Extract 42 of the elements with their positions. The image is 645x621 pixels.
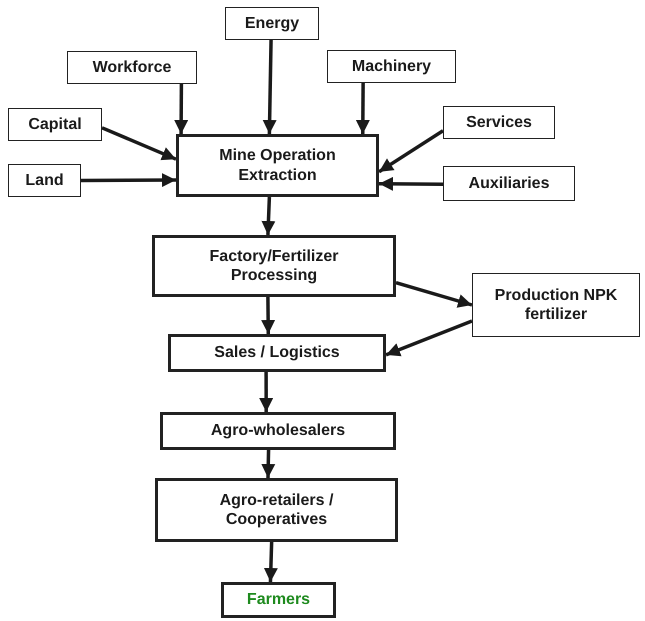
node-label: Machinery <box>352 56 432 76</box>
arrow <box>174 84 188 134</box>
process-box <box>176 134 379 197</box>
node-label: Agro-retailers / Cooperatives <box>218 490 334 530</box>
arrow <box>80 173 176 188</box>
arrow <box>378 176 444 191</box>
node-label: Services <box>466 112 532 132</box>
input-box <box>8 164 81 197</box>
arrow <box>264 542 278 582</box>
arrow <box>259 372 274 412</box>
input-box <box>443 166 575 201</box>
process-box <box>155 478 398 542</box>
arrow <box>356 82 370 134</box>
arrow <box>396 281 472 308</box>
process-box <box>152 235 396 297</box>
arrow <box>261 296 276 334</box>
process-box <box>168 334 386 372</box>
node-label: Production NPK fertilizer <box>494 286 618 324</box>
arrow <box>378 129 444 174</box>
arrow <box>101 126 177 161</box>
node-label: Land <box>25 170 64 190</box>
node-label: Agro-wholesalers <box>210 421 346 441</box>
node-label: Energy <box>244 14 300 34</box>
node-label: Workforce <box>92 58 172 78</box>
node-label: Mine Operation Extraction <box>218 146 337 185</box>
input-box <box>67 51 197 84</box>
arrow <box>385 319 473 357</box>
node-label: Factory/Fertilizer Processing <box>208 246 340 286</box>
process-box <box>160 412 396 450</box>
arrow <box>261 450 276 478</box>
node-label: Farmers <box>246 590 310 610</box>
node-label: Auxiliaries <box>468 174 550 194</box>
node-label: Sales / Logistics <box>214 343 340 363</box>
node-label: Capital <box>28 114 82 134</box>
arrow <box>262 40 277 134</box>
input-box <box>8 108 102 141</box>
input-box <box>443 106 555 139</box>
process-box <box>221 582 336 618</box>
input-box <box>327 50 456 83</box>
input-box <box>225 7 319 40</box>
input-box <box>472 273 640 337</box>
arrow <box>261 196 276 236</box>
